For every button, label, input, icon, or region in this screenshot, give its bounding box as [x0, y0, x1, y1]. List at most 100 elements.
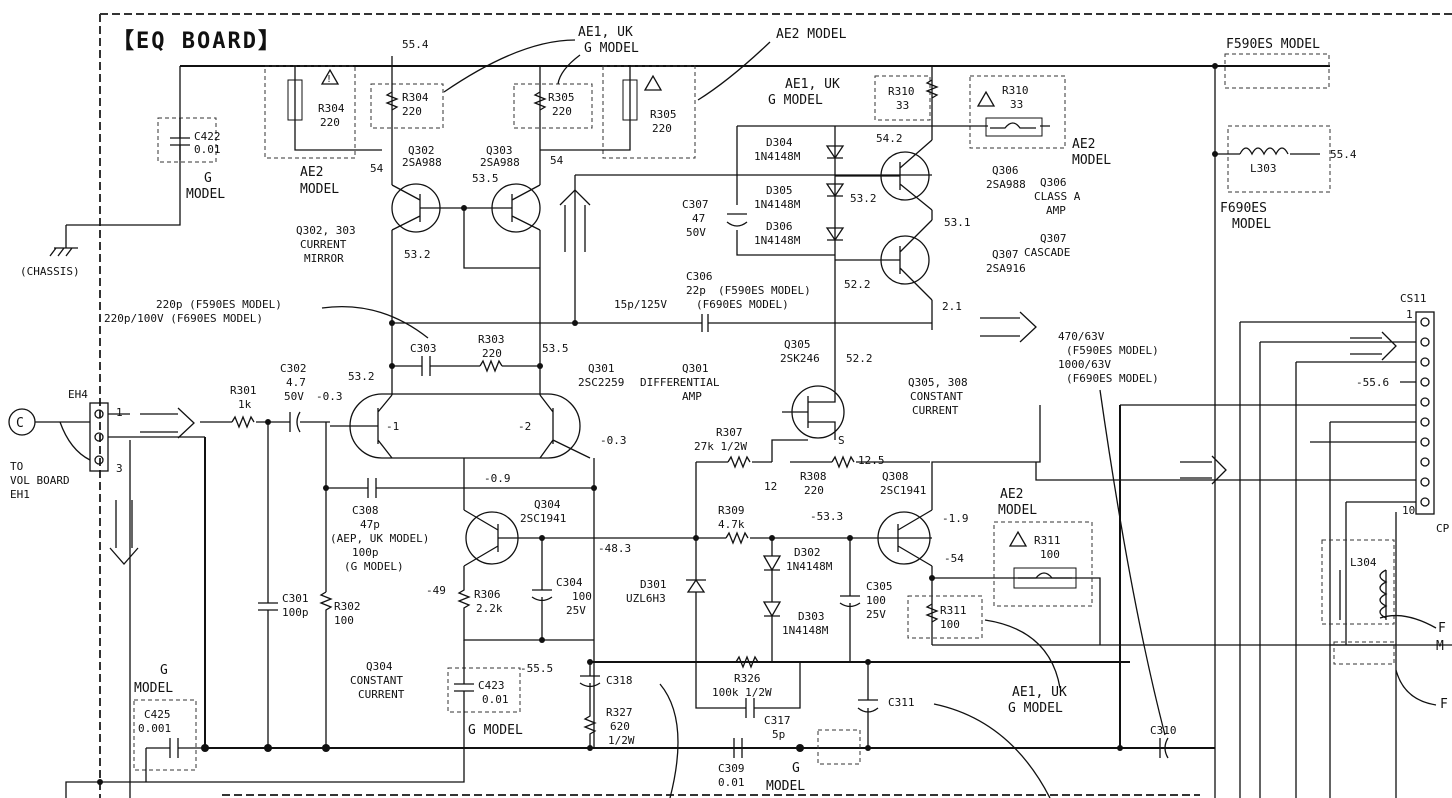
c303-note-2: 220p/100V (F690ES MODEL) — [104, 312, 263, 325]
q306-note-3: AMP — [1046, 204, 1066, 217]
cs11-pin-1: 1 — [1406, 308, 1413, 321]
l304-variant-box — [1321, 539, 1395, 625]
c304-value: 100 — [572, 590, 592, 603]
to-vol-line3: EH1 — [10, 488, 30, 501]
ae2-r311-line1: AE2 — [1000, 487, 1023, 502]
voltage-52-2-q305: 52.2 — [846, 352, 873, 365]
voltage-55-4-top: 55.4 — [402, 38, 429, 51]
r304-fuse-ref: R304 — [318, 102, 345, 115]
chassis-ground-symbol — [49, 225, 78, 257]
c303-ref: C303 — [410, 342, 437, 355]
ae2-left-line2: MODEL — [300, 182, 339, 197]
q308-transistor — [877, 509, 933, 567]
r303-value: 220 — [482, 347, 502, 360]
board-title: 【EQ BOARD】 — [112, 29, 282, 54]
c423-value: 0.01 — [482, 693, 509, 706]
c307-value: 47 — [692, 212, 705, 225]
l303-ref: L303 — [1250, 162, 1277, 175]
q304-ref: Q304 — [534, 498, 561, 511]
c304-ref: C304 — [556, 576, 583, 589]
ae1-uk-g-top-line1: AE1, UK — [578, 25, 633, 40]
c308-value-1: 47p — [360, 518, 380, 531]
q303-type: 2SA988 — [480, 156, 520, 169]
signal-arrow-out — [980, 311, 1037, 343]
r310-variant-box — [874, 75, 931, 121]
q303-ref: Q303 — [486, 144, 513, 157]
c317-value: 5p — [772, 728, 785, 741]
mirror-note-1: Q302, 303 — [296, 224, 356, 237]
voltage-m53-3: -53.3 — [810, 510, 843, 523]
voltage-53-1: 53.1 — [944, 216, 971, 229]
voltage-12: 12 — [764, 480, 777, 493]
r305-value: 220 — [552, 105, 572, 118]
r326-ref: R326 — [734, 672, 761, 685]
q302-ref: Q302 — [408, 144, 435, 157]
r308-value: 220 — [804, 484, 824, 497]
r310-ref: R310 — [888, 85, 915, 98]
q306-note-1: Q306 — [1040, 176, 1067, 189]
voltage-54-2: 54.2 — [876, 132, 903, 145]
q306-note-2: CLASS A — [1034, 190, 1081, 203]
q301-dual-transistor: -1 -2 — [330, 393, 591, 459]
r307-value: 27k 1/2W — [694, 440, 747, 453]
r311-fuse-value: 100 — [1040, 548, 1060, 561]
l303-variant-box — [1227, 125, 1331, 193]
voltage-2-1: 2.1 — [942, 300, 962, 313]
c422-ref: C422 — [194, 130, 221, 143]
voltage-m55-5: -55.5 — [520, 662, 553, 675]
svg-text:!: ! — [326, 74, 332, 85]
l304-alt-variant-box — [1333, 641, 1395, 665]
q307-note-1: Q307 — [1040, 232, 1067, 245]
g-model-c425-line1: G — [160, 663, 168, 678]
c308-note-2: (G MODEL) — [344, 560, 404, 573]
f690es-model-line2: MODEL — [1232, 217, 1271, 232]
ae2-top-label: AE2 MODEL — [776, 27, 847, 42]
r305-fuse-ref: R305 — [650, 108, 677, 121]
d305-ref: D305 — [766, 184, 793, 197]
r302-ref: R302 — [334, 600, 361, 613]
q307-note-2: CASCADE — [1024, 246, 1070, 259]
r301-value: 1k — [238, 398, 252, 411]
c302-value: 4.7 — [286, 376, 306, 389]
q305-note-1: Q305, 308 — [908, 376, 968, 389]
r308-ref: R308 — [800, 470, 827, 483]
chassis-wire — [66, 66, 181, 226]
ae1-uk-g-right-line1: AE1, UK — [785, 77, 840, 92]
q305-type: 2SK246 — [780, 352, 820, 365]
d301-ref: D301 — [640, 578, 667, 591]
voltage-53-2-mirror: 53.2 — [404, 248, 431, 261]
r304-fuse-value: 220 — [320, 116, 340, 129]
signal-arrow-in — [140, 407, 195, 439]
q301-ref: Q301 — [588, 362, 615, 375]
r311-value: 100 — [940, 618, 960, 631]
q304-note-2: CONSTANT — [350, 674, 403, 687]
voltage-55-4-right: 55.4 — [1330, 148, 1357, 161]
signal-arrow-cs11 — [1350, 331, 1397, 361]
r311-ref: R311 — [940, 604, 967, 617]
r326-value: 100k 1/2W — [712, 686, 772, 699]
d301-type: UZL6H3 — [626, 592, 666, 605]
edge-f-2: F — [1440, 697, 1448, 712]
voltage-m54: -54 — [944, 552, 964, 565]
ae1-uk-g-top-line2: G MODEL — [584, 41, 639, 56]
voltage-53-2-left: 53.2 — [348, 370, 375, 383]
c425-ref: C425 — [144, 708, 171, 721]
voltage-53-2-d: 53.2 — [850, 192, 877, 205]
c301-ref: C301 — [282, 592, 309, 605]
q302-type: 2SA988 — [402, 156, 442, 169]
q305-note-3: CURRENT — [912, 404, 959, 417]
c307-ref: C307 — [682, 198, 709, 211]
r311-fuse-ref: R311 — [1034, 534, 1061, 547]
ae2-r311-line2: MODEL — [998, 503, 1037, 518]
eh4-label: EH4 — [68, 388, 88, 401]
r305-ref: R305 — [548, 91, 575, 104]
c303-note-1: 220p (F590ES MODEL) — [156, 298, 282, 311]
g-model-c425-line2: MODEL — [134, 681, 173, 696]
c308-ref: C308 — [352, 504, 379, 517]
c304-voltage: 25V — [566, 604, 586, 617]
voltage-52-2-q307: 52.2 — [844, 278, 871, 291]
c311-ref: C311 — [888, 696, 915, 709]
c302-voltage: 50V — [284, 390, 304, 403]
d305-type: 1N4148M — [754, 198, 801, 211]
